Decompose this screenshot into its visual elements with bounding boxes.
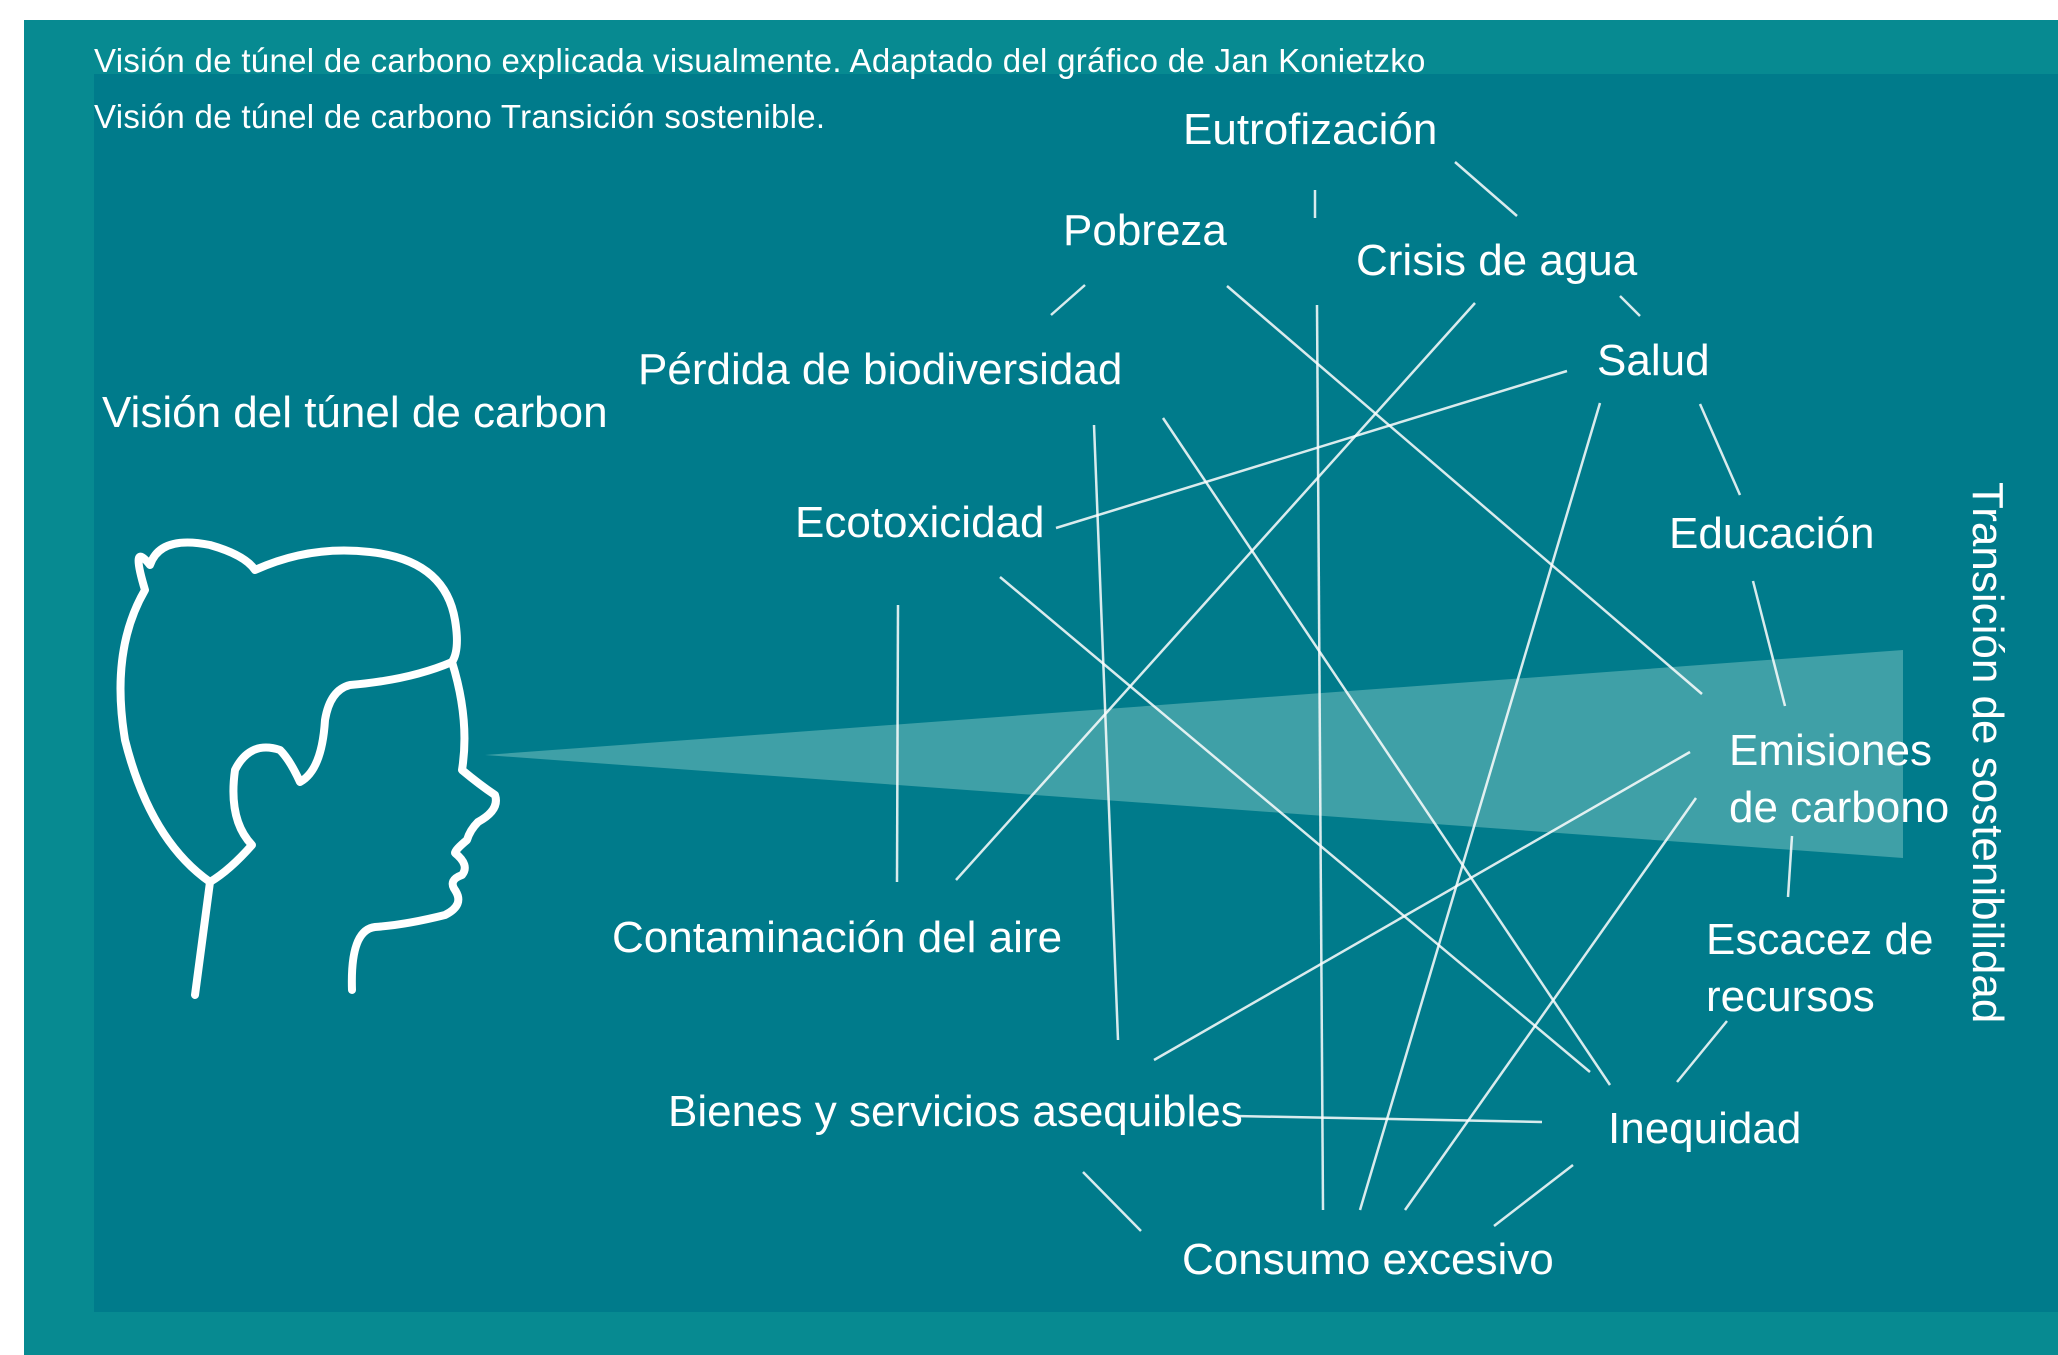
edge — [1493, 1164, 1574, 1227]
edge — [1082, 1171, 1142, 1232]
edge — [999, 576, 1591, 1073]
left-title: Visión del túnel de carbon — [102, 388, 608, 437]
connection-lines — [895, 161, 1794, 1232]
node-salud: Salud — [1597, 336, 1710, 385]
edge — [1315, 304, 1325, 1211]
node-emisiones-line1: Emisiones — [1729, 726, 1932, 775]
caption-line-1: Visión de túnel de carbono explicada vis… — [94, 42, 1426, 79]
node-inequidad: Inequidad — [1608, 1104, 1801, 1153]
node-emisiones-line2: de carbono — [1729, 783, 1949, 832]
head-profile-icon — [116, 538, 500, 999]
edge — [895, 604, 900, 883]
edge — [1234, 1114, 1543, 1124]
edge — [1092, 424, 1120, 1041]
edge — [1050, 284, 1086, 316]
edge — [1403, 797, 1698, 1211]
node-consumo: Consumo excesivo — [1182, 1235, 1554, 1284]
node-biodiversidad: Pérdida de biodiversidad — [638, 345, 1122, 394]
right-title: Transición de sostenibilidad — [1963, 482, 2012, 1023]
node-escacez-line2: recursos — [1706, 972, 1875, 1021]
edge — [1153, 750, 1691, 1062]
node-pobreza: Pobreza — [1063, 206, 1227, 255]
edge — [1161, 417, 1612, 1086]
caption-line-2: Visión de túnel de carbono Transición so… — [94, 98, 826, 135]
node-ecotoxicidad: Ecotoxicidad — [795, 498, 1044, 547]
node-eutrofizacion: Eutrofización — [1183, 105, 1437, 154]
node-educacion: Educación — [1669, 509, 1874, 558]
edge — [1454, 161, 1518, 217]
edge — [1676, 1020, 1728, 1083]
node-crisis-agua: Crisis de agua — [1356, 236, 1638, 285]
edge — [1358, 402, 1602, 1211]
edge — [1055, 369, 1568, 530]
edge — [1786, 835, 1794, 898]
tunnel-vision-cone — [485, 650, 1903, 858]
edge — [1226, 285, 1703, 695]
node-escacez-line1: Escacez de — [1706, 915, 1933, 964]
edge — [1619, 295, 1641, 317]
node-bienes: Bienes y servicios asequibles — [668, 1087, 1243, 1136]
node-contaminacion: Contaminación del aire — [612, 913, 1062, 962]
edge — [1751, 580, 1787, 707]
edge — [1698, 403, 1742, 496]
edge — [955, 302, 1476, 881]
